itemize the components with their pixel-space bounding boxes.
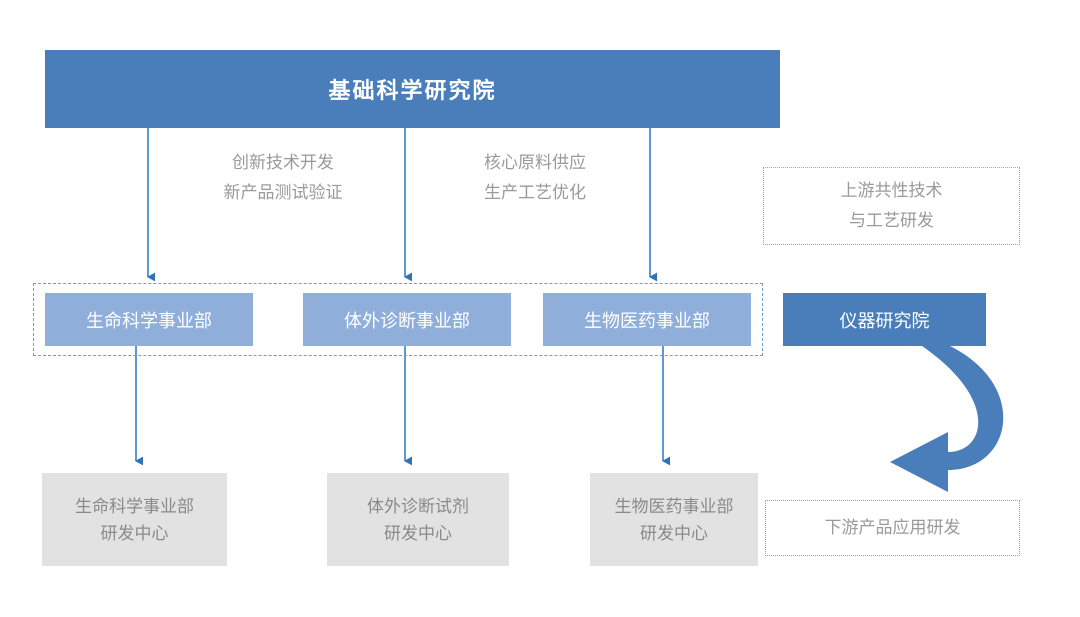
- rd-center-ivd-reagent[interactable]: 体外诊断试剂 研发中心: [327, 473, 509, 566]
- note-right-line-2: 生产工艺优化: [484, 183, 586, 202]
- rd-center-line-1: 生物医药事业部: [614, 496, 734, 516]
- note-left: 创新技术开发 新产品测试验证: [183, 148, 383, 208]
- rd-center-line-1: 体外诊断试剂: [367, 496, 469, 516]
- division-box-life-science[interactable]: 生命科学事业部: [45, 293, 253, 346]
- division-label: 生物医药事业部: [584, 310, 710, 331]
- rd-center-line-2: 研发中心: [384, 523, 452, 543]
- note-right-line-1: 核心原料供应: [484, 153, 586, 172]
- instrument-institute-box[interactable]: 仪器研究院: [783, 293, 986, 346]
- top-banner-label: 基础科学研究院: [328, 78, 497, 103]
- top-banner[interactable]: 基础科学研究院: [45, 50, 780, 128]
- rd-center-line-2: 研发中心: [100, 523, 169, 543]
- division-box-biopharma[interactable]: 生物医药事业部: [543, 293, 751, 346]
- division-box-ivd[interactable]: 体外诊断事业部: [303, 293, 511, 346]
- upstream-label-line-2: 与工艺研发: [849, 211, 934, 230]
- rd-center-line-1: 生命科学事业部: [75, 496, 194, 516]
- division-label: 体外诊断事业部: [344, 310, 470, 331]
- curved-feedback-arrow: [890, 346, 1004, 492]
- downstream-label-line-1: 下游产品应用研发: [824, 518, 961, 537]
- division-label: 生命科学事业部: [86, 310, 212, 331]
- note-right: 核心原料供应 生产工艺优化: [435, 148, 635, 208]
- upstream-label-line-1: 上游共性技术: [840, 181, 943, 200]
- note-left-line-1: 创新技术开发: [232, 153, 334, 172]
- instrument-institute-label: 仪器研究院: [839, 310, 930, 331]
- downstream-label-box: 下游产品应用研发: [765, 500, 1020, 556]
- note-left-line-2: 新产品测试验证: [223, 183, 343, 202]
- rd-center-life-science[interactable]: 生命科学事业部 研发中心: [42, 473, 227, 566]
- divisions-group-container: [33, 283, 763, 356]
- upstream-label-box: 上游共性技术 与工艺研发: [763, 167, 1020, 245]
- rd-center-biopharma[interactable]: 生物医药事业部 研发中心: [590, 473, 758, 566]
- rd-center-line-2: 研发中心: [640, 523, 708, 543]
